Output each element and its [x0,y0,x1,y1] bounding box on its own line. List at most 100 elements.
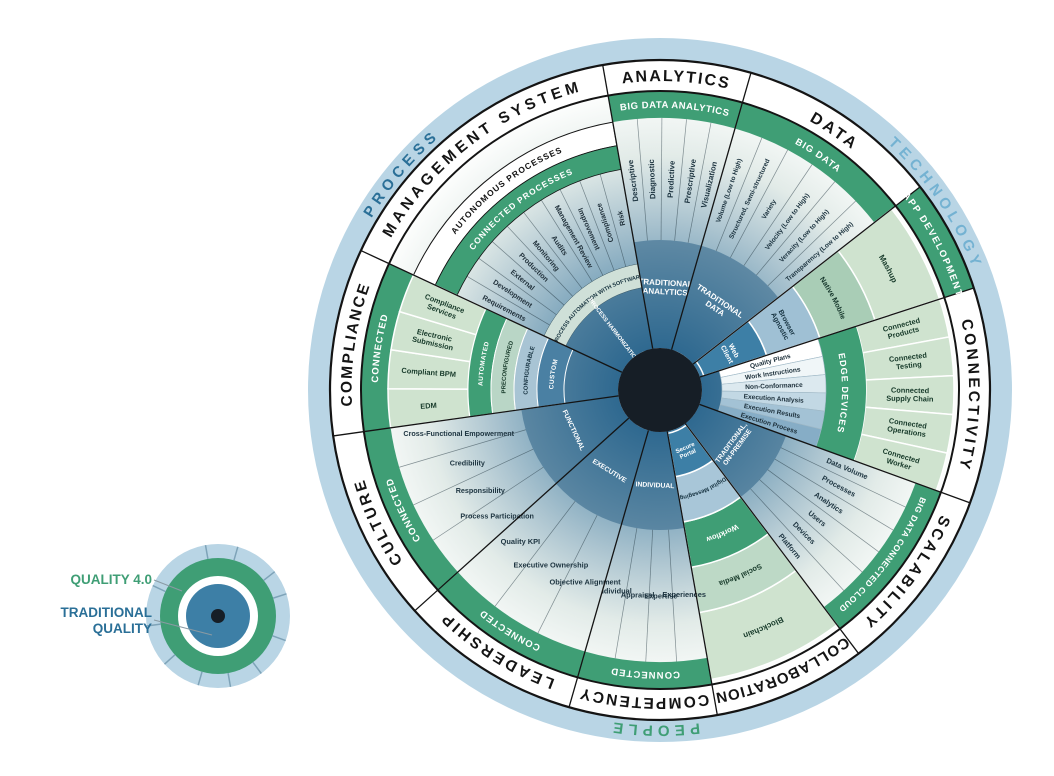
app-development-category-bg [895,186,974,298]
legend-quality40-label: QUALITY 4.0 [70,572,152,587]
competency-core-label: INDIVIDUAL [635,481,674,490]
compliance-block-label: Compliant BPM [401,366,456,379]
spoke-divider [767,469,879,553]
wedge-boundary [684,423,860,654]
spoke-divider [660,118,663,241]
category-ring-outer-border [328,58,992,722]
legend-traditional-label-line1: TRADITIONAL [61,605,153,620]
spoke-divider [559,189,604,276]
legend-tick [227,672,232,688]
culture-spoke-label: Cross-Functional Empowerment [403,429,514,438]
wedge-boundary [602,64,654,349]
spoke-divider [478,258,557,316]
spoke-divider [743,164,813,266]
category-ring-inner-border [360,90,960,690]
culture-spoke-label: Credibility [450,459,485,468]
spoke-divider [767,200,856,287]
wedge-boundary [360,249,623,373]
wedge-boundary [666,431,718,716]
leadership-band [437,572,586,678]
data-sector [671,245,779,365]
culture-spoke-label: Process Participation [460,512,534,521]
spoke-divider [506,225,573,297]
spoke-divider [523,212,583,289]
legend-tick [152,584,166,593]
legend-tick [272,593,287,599]
spoke-divider [494,501,576,607]
spoke-divider [759,479,863,573]
legend-tick [272,635,286,642]
legend-traditional-label-line2: QUALITY [93,621,152,636]
legend-tick [252,661,262,674]
legend-tick [263,571,276,581]
connectivity-block-label: Execution Analysis [743,393,804,404]
analytics-spoke-label: Predictive [666,160,677,198]
management-system-spoke-label: Risk [615,210,627,227]
outer-rim-ring [308,38,1012,742]
spoke-divider [715,137,763,252]
legend-center-dot [211,609,225,623]
spoke-divider [614,528,638,659]
culture-spoke-label: Responsibility [456,486,505,495]
legend-ticks [146,544,287,688]
spoke-divider [774,458,894,531]
wedge-boundary [699,403,971,504]
spoke-divider [645,529,654,662]
legend-tick [197,671,203,686]
leadership-sector [555,418,649,525]
wedge-boundary [333,395,619,437]
competency-spoke-label: Expertise [644,592,677,601]
competency-spoke-label: Experiences [662,590,706,599]
leadership-spoke-label: Quality KPI [501,537,540,546]
spoke-divider [466,276,550,326]
legend-quality40-pointer-line [153,579,183,592]
spoke-divider [599,174,627,267]
legend-tick [163,654,176,665]
leadership-spoke-label: Objective Alignment [549,577,621,586]
wedge-boundary [670,72,752,350]
analytics-spoke-label: Diagnostic [647,158,658,199]
connectivity-block-label: Non-Conformance [745,382,803,391]
wedge-boundary [414,417,630,612]
culture-sector [521,395,629,484]
compliance-band-label: CUSTOM [548,358,559,389]
spoke-divider [750,488,845,591]
legend-tick [146,623,161,627]
rim-label-people: PEOPLE [607,718,700,739]
spoke-divider [780,447,906,508]
spoke-divider [579,180,615,271]
spoke-divider [674,119,687,241]
spoke-divider [399,429,526,468]
category-ring [330,60,990,720]
data-band [734,102,896,223]
connectivity-block-label: ConnectedTesting [888,351,928,373]
spoke-divider [730,149,789,258]
spoke-divider [432,466,544,541]
spoke-divider [491,241,565,306]
spoke-divider [537,514,598,634]
connectivity-band [815,326,867,461]
competency-spoke-label: Appraisal [621,590,655,599]
spoke-divider [668,529,677,662]
connectivity-block-label: ConnectedSupply Chain [886,385,934,403]
competency-spoke-label: Individual [597,587,632,596]
spoke-divider [541,199,593,282]
wedge-boundary [568,430,650,708]
culture-band [363,427,458,591]
spoke-divider [413,448,534,506]
legend-traditional-pointer-line [153,619,213,636]
analytics-band [608,90,743,129]
compliance-sector [563,349,622,404]
legend-tick [204,544,209,560]
legend: QUALITY 4.0 TRADITIONAL QUALITY [61,544,290,688]
analytics-sector [633,239,702,350]
connectivity-sector [699,370,723,412]
wheel-center-hub [618,348,702,432]
competency-band [577,651,712,690]
wedge-boundary [699,287,975,378]
scalability-band [823,483,941,629]
wedge-boundary [692,186,921,365]
spoke-divider [687,122,712,243]
